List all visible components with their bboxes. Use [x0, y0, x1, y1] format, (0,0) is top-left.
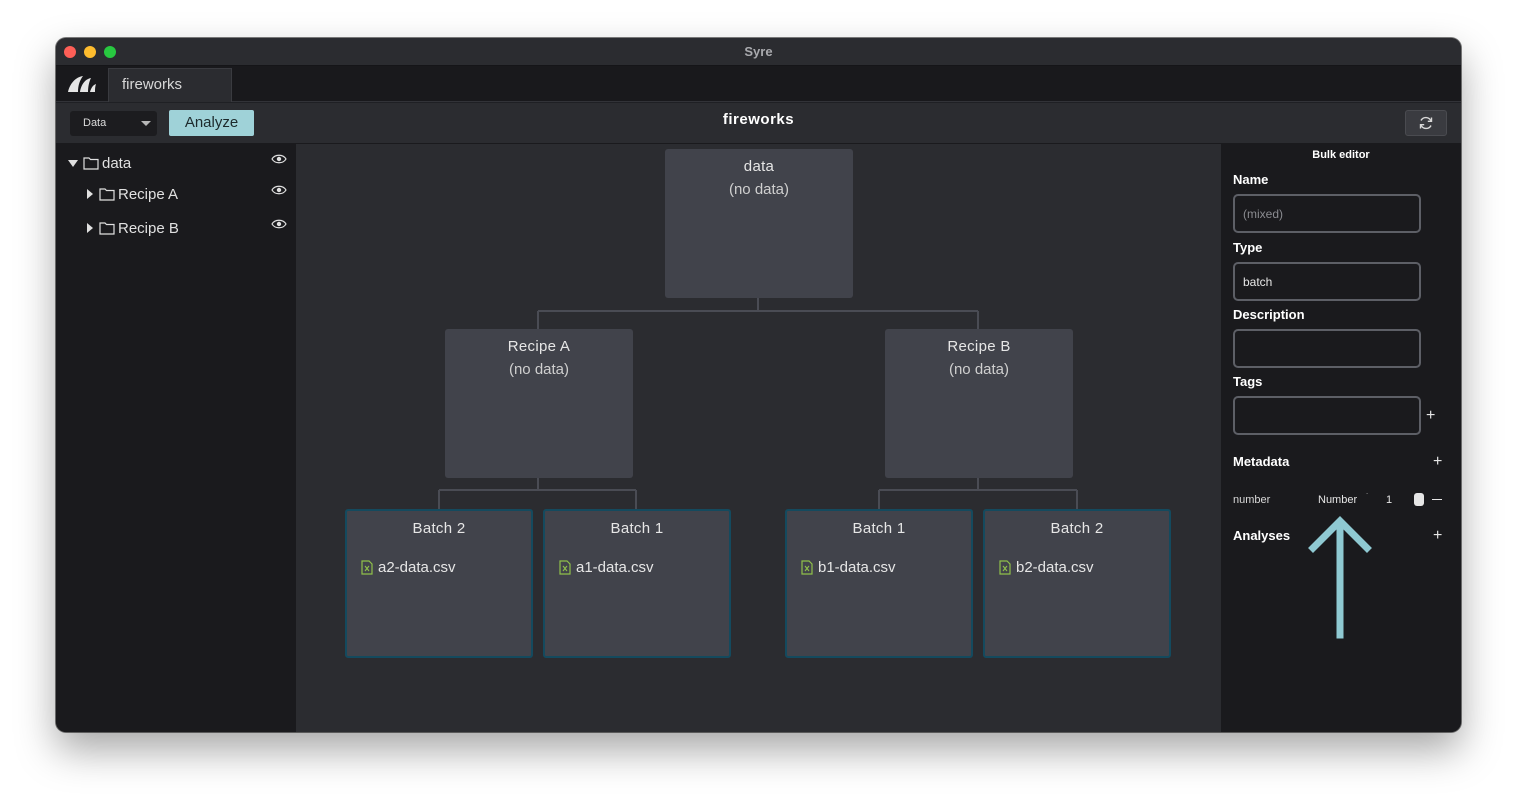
- folder-icon: [99, 188, 115, 201]
- analyses-label: Analyses: [1233, 528, 1291, 543]
- add-metadata-button[interactable]: +: [1433, 453, 1443, 470]
- type-label: Type: [1233, 240, 1263, 255]
- chevron-down-icon: ˙: [1366, 492, 1369, 502]
- add-tag-button[interactable]: +: [1426, 407, 1436, 424]
- number-spinner-icon[interactable]: [1414, 493, 1424, 506]
- graph-node-root[interactable]: data (no data): [665, 149, 853, 298]
- caret-right-icon[interactable]: [87, 189, 93, 199]
- csv-file-icon: [801, 560, 813, 575]
- chevron-down-icon: [141, 121, 151, 126]
- window-controls: [64, 46, 116, 58]
- name-label: Name: [1233, 172, 1269, 187]
- description-label: Description: [1233, 307, 1305, 322]
- asset-name: b1-data.csv: [818, 559, 896, 576]
- close-window-button[interactable]: [64, 46, 76, 58]
- bulk-editor-title: Bulk editor: [1312, 149, 1370, 161]
- toolbar: Data Analyze fireworks: [56, 103, 1461, 144]
- graph-node-batch[interactable]: Batch 1 b1-data.csv: [785, 509, 973, 658]
- csv-file-icon: [559, 560, 571, 575]
- view-select[interactable]: Data: [70, 111, 157, 136]
- syre-logo-icon[interactable]: [66, 73, 98, 95]
- graph-node-batch[interactable]: Batch 2 b2-data.csv: [983, 509, 1171, 658]
- tree-item-recipe-b[interactable]: Recipe B: [87, 217, 179, 239]
- view-select-value: Data: [83, 117, 107, 129]
- maximize-window-button[interactable]: [104, 46, 116, 58]
- app-window: Syre fireworks Data Analyze fireworks: [56, 38, 1461, 732]
- tree-item-label: Recipe A: [118, 185, 179, 203]
- folder-icon: [99, 222, 115, 235]
- asset-item[interactable]: b1-data.csv: [801, 559, 896, 576]
- refresh-icon: [1419, 116, 1433, 130]
- graph-node-recipe-a[interactable]: Recipe A (no data): [445, 329, 633, 478]
- metadata-key[interactable]: number: [1233, 494, 1271, 506]
- node-title: data: [743, 158, 775, 175]
- tree-item-label: data: [102, 154, 132, 172]
- graph-node-recipe-b[interactable]: Recipe B (no data): [885, 329, 1073, 478]
- node-title: Batch 2: [412, 520, 466, 537]
- graph-node-batch[interactable]: Batch 2 a2-data.csv: [345, 509, 533, 658]
- metadata-type-select[interactable]: Number: [1318, 494, 1358, 506]
- tree-item-recipe-a[interactable]: Recipe A: [87, 183, 178, 205]
- title-bar: Syre: [56, 38, 1461, 66]
- analyze-button[interactable]: Analyze: [169, 110, 254, 136]
- description-input[interactable]: [1233, 329, 1421, 368]
- eye-icon[interactable]: [271, 153, 287, 165]
- node-title: Recipe A: [507, 338, 571, 355]
- asset-name: b2-data.csv: [1016, 559, 1094, 576]
- eye-icon[interactable]: [271, 218, 287, 230]
- add-analysis-button[interactable]: +: [1433, 527, 1443, 544]
- caret-right-icon[interactable]: [87, 223, 93, 233]
- metadata-value-input[interactable]: 1: [1386, 494, 1393, 506]
- tab-bar: fireworks: [56, 66, 1461, 102]
- tab-fireworks[interactable]: fireworks: [108, 68, 232, 102]
- metadata-label: Metadata: [1233, 454, 1290, 469]
- node-title: Recipe B: [947, 338, 1011, 355]
- refresh-button[interactable]: [1405, 110, 1447, 136]
- tree-item-data[interactable]: data: [68, 152, 131, 174]
- remove-metadata-button[interactable]: [1432, 499, 1442, 500]
- folder-icon: [83, 157, 99, 170]
- csv-file-icon: [999, 560, 1011, 575]
- node-subtitle: (no data): [728, 181, 790, 198]
- window-title: Syre: [744, 44, 773, 59]
- csv-file-icon: [361, 560, 373, 575]
- eye-icon[interactable]: [271, 184, 287, 196]
- project-tree: data Recipe A Recipe B: [56, 144, 296, 732]
- tags-input[interactable]: [1233, 396, 1421, 435]
- asset-item[interactable]: a1-data.csv: [559, 559, 654, 576]
- asset-item[interactable]: b2-data.csv: [999, 559, 1094, 576]
- caret-down-icon[interactable]: [68, 159, 78, 167]
- project-title: fireworks: [722, 111, 795, 128]
- name-input[interactable]: (mixed): [1233, 194, 1421, 233]
- node-title: Batch 1: [610, 520, 664, 537]
- tags-label: Tags: [1233, 374, 1263, 389]
- graph-canvas[interactable]: data (no data) Recipe A (no data) Recipe…: [296, 144, 1221, 732]
- minimize-window-button[interactable]: [84, 46, 96, 58]
- graph-node-batch[interactable]: Batch 1 a1-data.csv: [543, 509, 731, 658]
- node-subtitle: (no data): [948, 361, 1010, 378]
- node-title: Batch 1: [852, 520, 906, 537]
- tree-item-label: Recipe B: [118, 219, 179, 237]
- bulk-editor-panel: Bulk editor Name (mixed) Type batch Desc…: [1221, 144, 1461, 732]
- annotation-arrow-icon: [1308, 516, 1372, 639]
- asset-name: a2-data.csv: [378, 559, 456, 576]
- type-input[interactable]: batch: [1233, 262, 1421, 301]
- asset-name: a1-data.csv: [576, 559, 654, 576]
- graph-connectors: [438, 293, 1078, 509]
- node-subtitle: (no data): [508, 361, 570, 378]
- asset-item[interactable]: a2-data.csv: [361, 559, 456, 576]
- node-title: Batch 2: [1050, 520, 1104, 537]
